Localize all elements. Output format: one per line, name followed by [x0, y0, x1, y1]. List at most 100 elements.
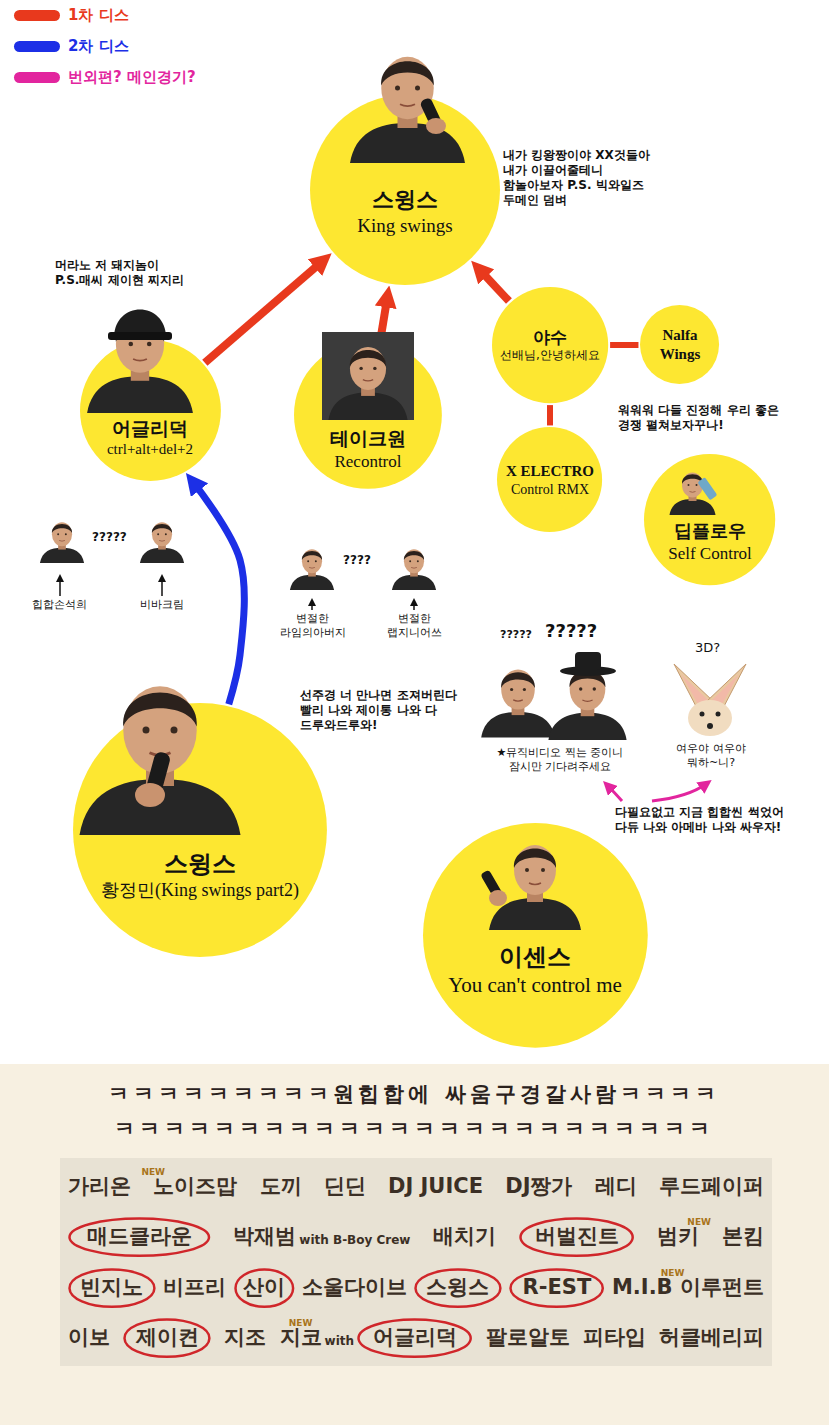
pointer-arrow	[59, 578, 61, 596]
speech-quote: 워워워 다들 진정해 우리 좋은 경쟁 펼쳐보자꾸나!	[618, 403, 793, 433]
node-subtitle: Control RMX	[506, 481, 594, 499]
node-text: R-EST	[523, 1275, 592, 1300]
nickname-caption: 비바크림	[140, 598, 184, 612]
node-title: 버벌진트	[535, 1224, 619, 1249]
circle-fill	[73, 703, 327, 957]
circle-fill	[80, 340, 221, 481]
cap-brim	[108, 332, 172, 340]
headline: ㅋㅋㅋㅋㅋㅋㅋㅋㅋ원힙합에 싸움구경갈사람ㅋㅋㅋㅋ	[108, 1081, 719, 1107]
circled-name: 매드클라운	[68, 1217, 211, 1257]
node-text: 제이켠	[136, 1325, 199, 1350]
circled-name: 어글리덕	[357, 1318, 472, 1358]
node-text: 스윙스	[426, 1275, 489, 1300]
diss-arrow	[547, 405, 553, 425]
lineup-name: 본킴	[722, 1224, 764, 1249]
circle-fill	[644, 454, 775, 585]
lineup-name: 허클베리피	[659, 1325, 764, 1350]
lineup-name: 도끼	[260, 1174, 302, 1199]
node-title: 야수	[500, 327, 600, 348]
node-title: 매드클라운	[87, 1224, 192, 1249]
takeone-photo	[322, 332, 414, 420]
node-subtitle: 황정민(King swings part2)	[101, 879, 299, 902]
node-text: 테이크원Recontrol	[330, 427, 406, 472]
rapper-circle: X ELECTROControl RMX	[497, 427, 602, 532]
hand	[489, 890, 507, 906]
lineup-name: 노이즈맙	[153, 1174, 237, 1199]
lineup-name: 딘딘	[324, 1174, 366, 1199]
node-title: 스윙스	[357, 186, 453, 214]
lineup-name: 범키	[657, 1224, 699, 1249]
lineup-with: with B-Boy Crew	[299, 1233, 410, 1247]
rapper-circle: Nalfa Wings	[640, 305, 719, 384]
node-title: X ELECTRO	[506, 462, 594, 481]
diss-arrow	[205, 261, 323, 362]
node-text: Nalfa Wings	[651, 326, 709, 364]
circle-fill	[310, 95, 500, 285]
node-text: 스윙스황정민(King swings part2)	[101, 849, 299, 902]
fox-head	[688, 700, 732, 736]
face-photo	[40, 522, 84, 563]
man-figure	[548, 668, 626, 740]
lineup-with: with	[325, 1334, 354, 1348]
fox-nose	[707, 723, 713, 729]
fox-picture	[674, 664, 746, 736]
highlight-ellipse	[521, 1218, 633, 1255]
node-text: 딥플로우Self Control	[668, 520, 752, 564]
diss-arrow	[193, 482, 244, 704]
face-photo	[140, 522, 184, 563]
node-title: 빈지노	[80, 1275, 143, 1300]
circle-fill	[640, 305, 719, 384]
lineup-name: 이루펀트	[680, 1275, 764, 1300]
highlight-ellipse	[511, 1269, 603, 1306]
lineup-name: 가리온	[68, 1174, 131, 1199]
legend-swatch	[14, 10, 60, 21]
circle-shape	[497, 427, 602, 532]
circled-name: 버벌진트	[519, 1217, 634, 1257]
node-text: 어글리덕	[373, 1325, 457, 1350]
lineup-name: 루드페이퍼	[659, 1174, 764, 1199]
circle-fill	[294, 341, 442, 489]
hand	[426, 118, 446, 134]
diss-arrow	[479, 270, 508, 302]
fox-eye	[700, 712, 705, 717]
node-subtitle: 선배님,안녕하세요	[500, 348, 600, 363]
speech-quote: 다필요없고 지금 힙합씬 썩었어 다듀 나와 아메바 나와 싸우자!	[615, 805, 807, 835]
circled-name: 스윙스	[414, 1268, 502, 1308]
circle-fill	[492, 287, 608, 403]
legend-swatch	[14, 41, 60, 52]
circle-shape	[73, 703, 327, 957]
lineup-box	[60, 1158, 772, 1366]
diss-arrow	[610, 342, 638, 348]
nickname-caption: 변절한 라임의아버지	[270, 612, 355, 640]
circled-name: 제이켠	[123, 1318, 211, 1358]
lineup-name: 지코	[280, 1325, 322, 1350]
rapper-circle: 딥플로우Self Control	[644, 454, 775, 585]
pointer-arrow	[311, 602, 313, 610]
speech-quote: 선주경 너 만나면 조져버린다 빨리 나와 제이통 나와 다 드루와드루와!	[300, 688, 472, 733]
legend-item: 1차 디스	[14, 6, 129, 25]
new-badge: NEW	[687, 1217, 711, 1228]
lineup-name: 지조	[224, 1325, 266, 1350]
node-subtitle: Recontrol	[330, 451, 406, 472]
small-faces	[40, 522, 436, 610]
lineup-name: 레디	[595, 1174, 637, 1199]
circle-shape	[80, 340, 221, 481]
speech-quote: 머라노 저 돼지놈이 P.S.매씨 제이현 찌지리	[55, 258, 185, 288]
question-marks: ?????	[500, 628, 532, 642]
node-title: 어글리덕	[373, 1325, 457, 1350]
node-title: 스윙스	[101, 849, 299, 879]
node-text: 스윙스King swings	[357, 186, 453, 237]
highlight-ellipse	[415, 1269, 500, 1306]
circle-shape	[644, 454, 775, 585]
picture-caption: 3D?	[695, 640, 720, 656]
hat-crown	[575, 652, 601, 670]
picture-caption: ★뮤직비디오 찍는 중이니 잠시만 기다려주세요	[490, 746, 630, 774]
node-text: 어글리덕ctrl+alt+del+2	[107, 417, 193, 460]
node-title: 제이켠	[136, 1325, 199, 1350]
node-subtitle: You can't control me	[448, 972, 622, 998]
pointer-arrow	[413, 602, 415, 610]
legend-text: 2차 디스	[68, 37, 129, 56]
node-text: 산이	[243, 1275, 285, 1300]
node-title: 산이	[243, 1275, 285, 1300]
